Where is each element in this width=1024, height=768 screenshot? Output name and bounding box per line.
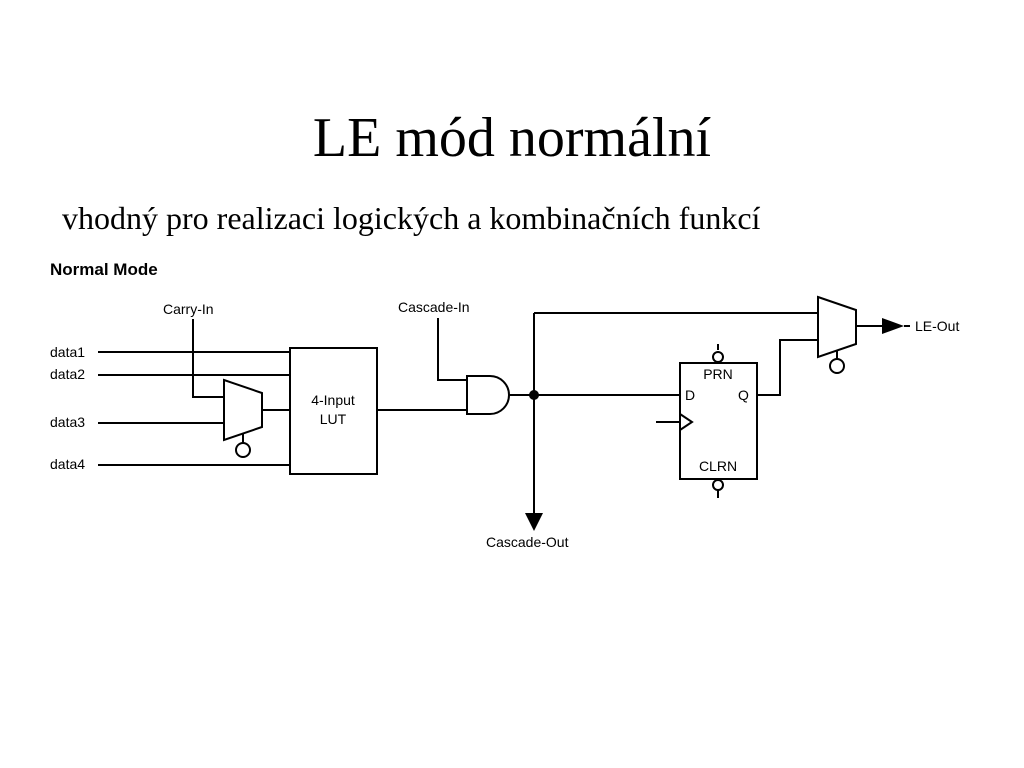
input-label-data1: data1 (50, 344, 85, 360)
cascade-out-label: Cascade-Out (486, 534, 569, 550)
ff-prn-label: PRN (703, 366, 733, 382)
prn-bubble (712, 351, 724, 363)
clrn-bubble (712, 479, 724, 491)
slide-title: LE mód normální (312, 107, 712, 169)
ff-q-label: Q (738, 387, 749, 403)
slide-subtitle: vhodný pro realizaci logických a kombina… (62, 200, 761, 236)
output-mux-select-bubble (829, 358, 845, 374)
wire-cascade-in (437, 318, 467, 381)
flip-flop (679, 362, 758, 480)
input-label-data2: data2 (50, 366, 85, 382)
output-mux (817, 295, 857, 359)
le-out-arrow (882, 318, 904, 334)
lut-block (289, 347, 378, 475)
input-label-data3: data3 (50, 414, 85, 430)
input-label-data4: data4 (50, 456, 85, 472)
lut-label-line2: LUT (320, 411, 347, 427)
cascade-in-label: Cascade-In (398, 299, 470, 315)
lut-label-line1: 4-Input (311, 392, 355, 408)
wire-carry-in (192, 319, 224, 398)
mux-select-bubble (235, 442, 251, 458)
wire-q-to-mux (757, 339, 818, 396)
cascade-out-arrow (525, 513, 543, 531)
le-out-label: LE-Out (915, 318, 959, 334)
ff-d-label: D (685, 387, 695, 403)
clock-triangle (679, 413, 694, 431)
and-gate (466, 375, 510, 415)
carry-in-label: Carry-In (163, 301, 214, 317)
ff-clrn-label: CLRN (699, 458, 737, 474)
input-mux (223, 378, 263, 442)
diagram-heading: Normal Mode (50, 260, 158, 279)
